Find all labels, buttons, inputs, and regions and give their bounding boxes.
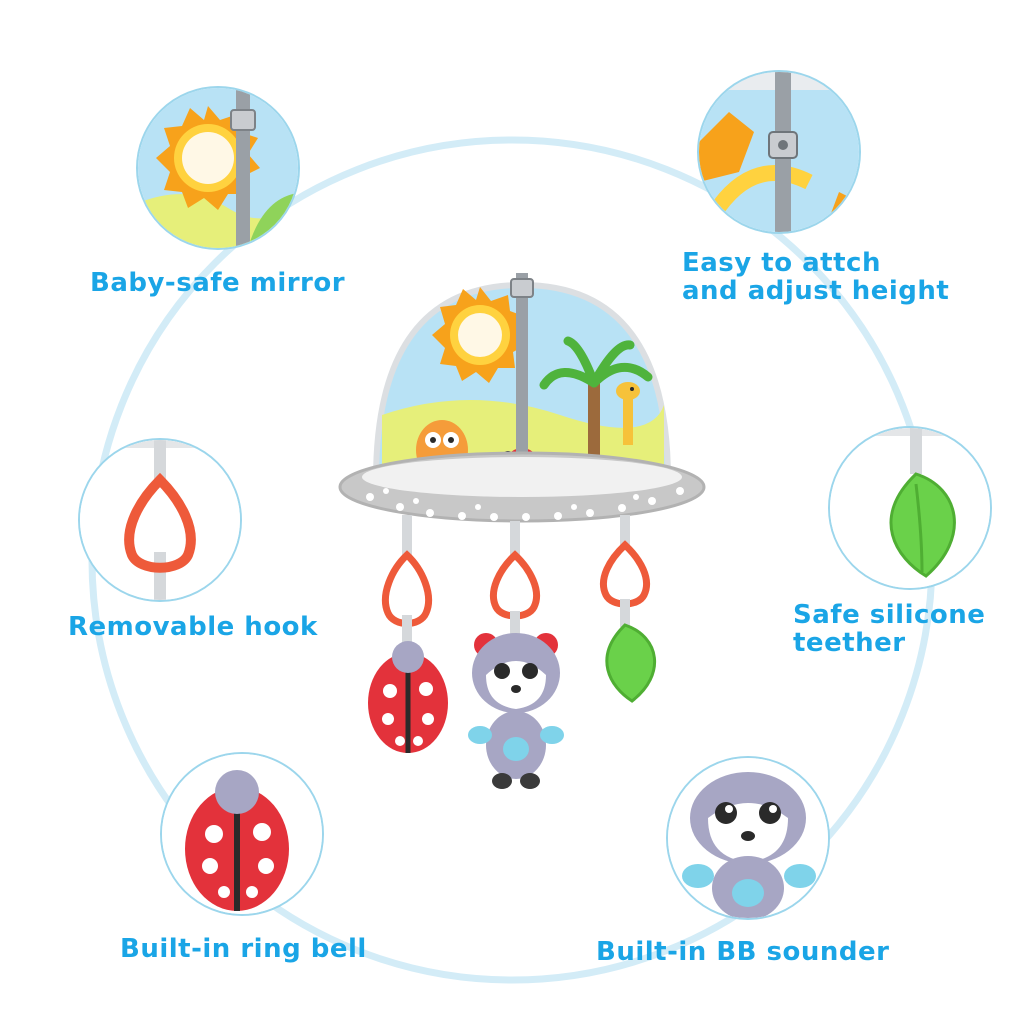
teether-detail-circle [828,426,992,590]
hook-detail-circle [78,438,242,602]
bell-detail-circle [160,752,324,916]
ladybug-icon [162,754,322,914]
center-strap [516,273,528,488]
hanging-ladybug [368,641,448,753]
base-ring [338,451,706,523]
clip-detail-circle [697,70,861,234]
height-label-line2: and adjust height [682,276,950,306]
ring-hook-icon [80,440,240,600]
strap-clip-icon [699,72,859,232]
panda-icon [668,758,828,918]
teether-label-line2: teether [793,628,906,658]
mirror-detail-circle [136,86,300,250]
mirror-label: Baby-safe mirror [90,268,346,298]
height-label-line1: Easy to attch [682,248,881,278]
sun-mirror [432,287,528,383]
leaf-teether-icon [830,428,990,588]
hanging-panda [468,633,564,789]
sounder-label: Built-in BB sounder [596,937,890,967]
sun-mirror-icon [138,88,298,248]
hanging-rings [381,515,651,651]
teether-label-line1: Safe silicone [793,600,986,630]
bell-label: Built-in ring bell [120,934,367,964]
product-image [338,273,706,789]
sounder-detail-circle [666,756,830,920]
hanging-teether [605,623,657,703]
hook-label: Removable hook [68,612,318,642]
